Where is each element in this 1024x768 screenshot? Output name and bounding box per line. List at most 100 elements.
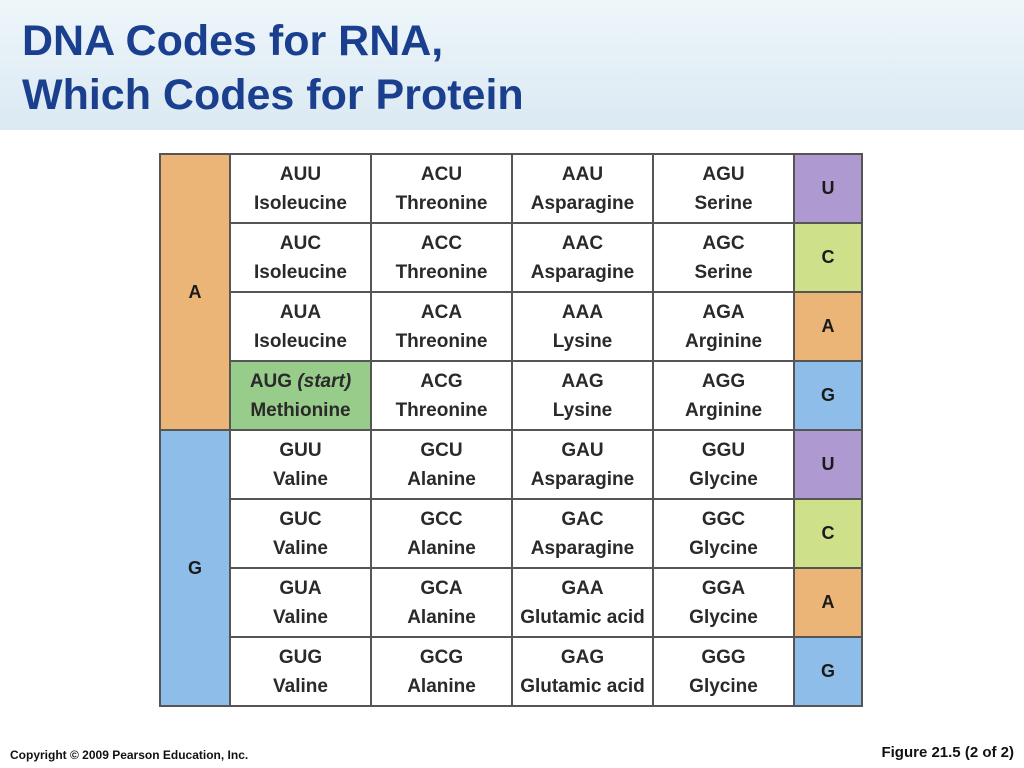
amino-acid-text: Valine	[273, 537, 328, 559]
codon-cell: GCU Alanine	[370, 429, 513, 500]
codon-line: GUU	[231, 436, 370, 465]
amino-acid-text: Threonine	[395, 192, 488, 214]
codon-text: AUU	[279, 163, 322, 185]
amino-acid-text: Asparagine	[530, 468, 635, 490]
codon-text: GCG	[419, 646, 464, 668]
codon-text: GUA	[279, 577, 322, 599]
header-band	[0, 0, 1024, 130]
codon-line: GCG	[372, 643, 511, 672]
copyright-notice: Copyright © 2009 Pearson Education, Inc.	[10, 748, 249, 762]
codon-line: AUC	[231, 229, 370, 258]
amino-acid-text: Valine	[273, 675, 328, 697]
codon-text: AUA	[279, 301, 322, 323]
codon-cell: GGG Glycine	[652, 636, 795, 707]
amino-acid-text: Isoleucine	[254, 330, 347, 352]
amino-acid-text: Glutamic acid	[520, 606, 645, 628]
third-base-label: C	[793, 498, 863, 569]
codon-cell: GUG Valine	[229, 636, 372, 707]
codon-text: GGA	[701, 577, 746, 599]
amino-acid-text: Lysine	[552, 330, 613, 352]
codon-text: GAA	[561, 577, 604, 599]
codon-cell: GUC Valine	[229, 498, 372, 569]
codon-text: GAG	[560, 646, 605, 668]
codon-cell: AGC Serine	[652, 222, 795, 293]
codon-text: GUU	[279, 439, 322, 461]
codon-cell: ACC Threonine	[370, 222, 513, 293]
amino-acid-text: Alanine	[407, 675, 476, 697]
codon-line: GUC	[231, 505, 370, 534]
codon-line: GUA	[231, 574, 370, 603]
amino-acid-text: Glycine	[689, 606, 758, 628]
codon-line: AAC	[513, 229, 652, 258]
codon-line: AGU	[654, 160, 793, 189]
codon-line: GGG	[654, 643, 793, 672]
first-base-label: A	[159, 153, 231, 431]
figure-label: Figure 21.5 (2 of 2)	[881, 744, 1014, 761]
codon-text: ACC	[420, 232, 463, 254]
codon-text: GUG	[278, 646, 323, 668]
codon-text: AUC	[279, 232, 322, 254]
codon-text: GGU	[701, 439, 746, 461]
third-base-label: A	[793, 291, 863, 362]
codon-text: GCU	[420, 439, 463, 461]
amino-acid-text: Alanine	[407, 537, 476, 559]
amino-acid-text: Alanine	[407, 468, 476, 490]
codon-row: G GUU Valine GCU Alanine GAU Asparagine GGU Glyc…	[159, 429, 863, 707]
amino-acid-text: Alanine	[407, 606, 476, 628]
codon-line: AAG	[513, 367, 652, 396]
third-base-label: U	[793, 153, 863, 224]
codon-cell: GCC Alanine	[370, 498, 513, 569]
codon-text: GCC	[420, 508, 463, 530]
amino-acid-text: Arginine	[684, 399, 763, 421]
codon-text: GCA	[420, 577, 463, 599]
codon-line: GAU	[513, 436, 652, 465]
title-line-2: Which Codes for Protein	[22, 71, 524, 119]
amino-acid-text: Valine	[273, 468, 328, 490]
codon-cell: AAA Lysine	[511, 291, 654, 362]
codon-line: AAA	[513, 298, 652, 327]
codon-line: ACC	[372, 229, 511, 258]
codon-text: AAA	[561, 301, 604, 323]
codon-line: GAG	[513, 643, 652, 672]
codon-text: AAC	[561, 232, 604, 254]
third-base-label: G	[793, 636, 863, 707]
codon-text: AAU	[561, 163, 604, 185]
codon-text: AGU	[702, 163, 745, 185]
amino-acid-text: Threonine	[395, 261, 488, 283]
start-codon-cell: AUG (start)Methionine	[229, 360, 372, 431]
codon-text: GUC	[279, 508, 322, 530]
codon-text: ACU	[420, 163, 463, 185]
codon-text: GAC	[561, 508, 604, 530]
title-line-1: DNA Codes for RNA,	[22, 17, 444, 65]
codon-text: ACG	[420, 370, 463, 392]
amino-acid-text: Asparagine	[530, 537, 635, 559]
codon-cell: AAU Asparagine	[511, 153, 654, 224]
amino-acid-text: Asparagine	[530, 192, 635, 214]
codon-line: AUU	[231, 160, 370, 189]
codon-line: AUA	[231, 298, 370, 327]
amino-acid-text: Isoleucine	[254, 192, 347, 214]
codon-line: GGC	[654, 505, 793, 534]
amino-acid-text: Glycine	[689, 468, 758, 490]
codon-line: GCU	[372, 436, 511, 465]
amino-acid-text: Serine	[694, 261, 753, 283]
codon-line: GAC	[513, 505, 652, 534]
codon-text: AGC	[702, 232, 745, 254]
codon-cell: GCG Alanine	[370, 636, 513, 707]
codon-cell: AUA Isoleucine	[229, 291, 372, 362]
codon-text: ACA	[420, 301, 463, 323]
amino-acid-text: Threonine	[395, 330, 488, 352]
amino-acid-text: Glycine	[689, 675, 758, 697]
codon-text: GAU	[561, 439, 604, 461]
